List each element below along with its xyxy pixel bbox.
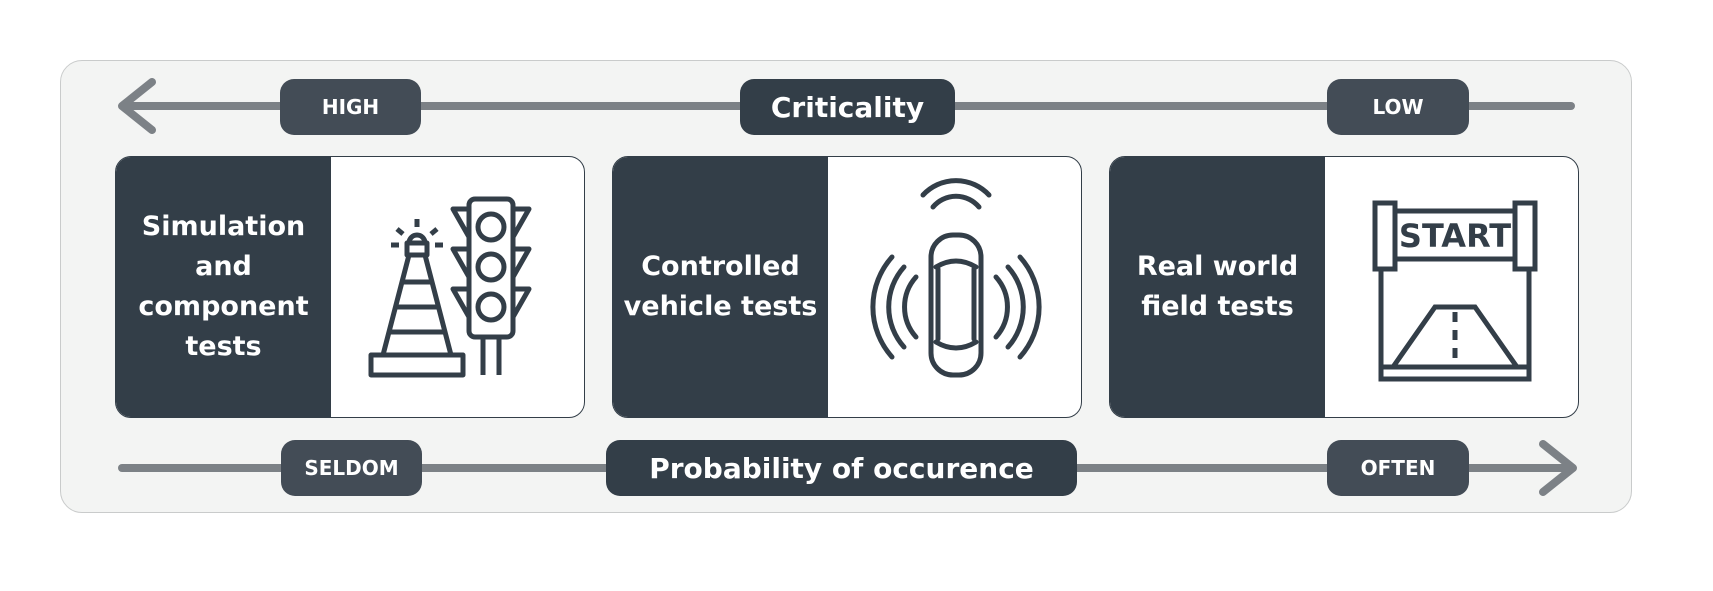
probability-title: Probability of occurence xyxy=(606,440,1077,496)
card-label: Controlled vehicle tests xyxy=(613,157,828,417)
card-simulation: Simulation and component tests xyxy=(115,156,585,418)
probability-often-label: OFTEN xyxy=(1327,440,1469,496)
probability-seldom-label: SELDOM xyxy=(281,440,422,496)
card-controlled: Controlled vehicle tests xyxy=(612,156,1082,418)
start-sign-text: START xyxy=(1399,217,1511,255)
car-sensor-icon xyxy=(870,178,1042,378)
criticality-title: Criticality xyxy=(740,79,955,135)
traffic-cone-light-icon xyxy=(368,196,532,378)
criticality-low-label: LOW xyxy=(1327,79,1469,135)
arrow-left-icon xyxy=(118,78,156,134)
card-label: Real world field tests xyxy=(1110,157,1325,417)
card-real-world: Real world field tests START xyxy=(1109,156,1579,418)
card-label: Simulation and component tests xyxy=(116,157,331,417)
arrow-right-icon xyxy=(1539,440,1577,496)
start-banner-icon: START xyxy=(1372,200,1538,382)
criticality-high-label: HIGH xyxy=(280,79,421,135)
